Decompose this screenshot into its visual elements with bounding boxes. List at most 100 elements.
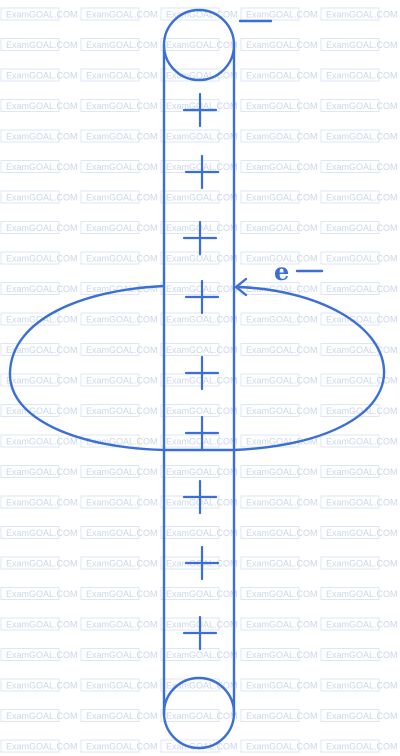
watermark-box [80, 38, 140, 51]
watermark-text: ExamGOAL.COM [6, 284, 78, 294]
watermark-box [160, 99, 220, 112]
watermark-text: ExamGOAL.COM [246, 193, 318, 203]
watermark-text: ExamGOAL.COM [166, 193, 238, 203]
watermark-box [80, 587, 140, 600]
watermark-text: ExamGOAL.COM [166, 315, 238, 325]
electron-label: e [274, 257, 289, 286]
watermark-box [240, 617, 300, 631]
watermark-text: ExamGOAL.COM [326, 528, 398, 538]
watermark-text: ExamGOAL.COM [246, 162, 318, 172]
watermark-box [80, 648, 140, 661]
watermark-box [160, 38, 220, 51]
watermark-box [80, 373, 140, 387]
rod-bottom-cap [162, 676, 236, 750]
watermark-box [80, 495, 140, 509]
watermark-box [240, 343, 300, 356]
watermark-text: ExamGOAL.COM [326, 284, 398, 294]
watermark-text: ExamGOAL.COM [246, 559, 318, 569]
watermark-box [240, 373, 300, 387]
watermark-box [320, 709, 380, 722]
watermark-text: ExamGOAL.COM [166, 498, 238, 508]
positive-charge [182, 615, 218, 651]
watermark-box [320, 99, 380, 112]
watermark-box [320, 526, 380, 539]
watermark-text: ExamGOAL.COM [6, 559, 78, 569]
watermark-box [0, 495, 60, 509]
watermark-text: ExamGOAL.COM [6, 528, 78, 538]
watermark-text: ExamGOAL.COM [246, 71, 318, 81]
watermark-box [240, 526, 300, 539]
watermark-box [80, 68, 140, 82]
watermark-text: ExamGOAL.COM [246, 40, 318, 50]
watermark-text: ExamGOAL.COM [246, 498, 318, 508]
watermark-box [320, 678, 380, 692]
watermark-text: ExamGOAL.COM [326, 711, 398, 721]
watermark-box [0, 221, 60, 234]
watermark-text: ExamGOAL.COM [6, 742, 78, 752]
watermark-text: ExamGOAL.COM [246, 467, 318, 477]
watermark-box [320, 739, 380, 753]
watermark-text: ExamGOAL.COM [86, 589, 158, 599]
watermark-box [240, 68, 300, 82]
watermark-box [320, 38, 380, 51]
watermark-text: ExamGOAL.COM [326, 742, 398, 752]
watermark-text: ExamGOAL.COM [166, 589, 238, 599]
watermark-text: ExamGOAL.COM [86, 376, 158, 386]
watermark-text: ExamGOAL.COM [246, 742, 318, 752]
watermark-box [160, 221, 220, 234]
watermark-box [240, 678, 300, 692]
watermark-text: ExamGOAL.COM [6, 376, 78, 386]
watermark-box [0, 282, 60, 295]
watermark-box [160, 434, 220, 448]
orbit-right-arc [232, 285, 386, 452]
watermark-box [0, 587, 60, 600]
watermark-text: ExamGOAL.COM [6, 589, 78, 599]
watermark-box [0, 251, 60, 265]
watermark-box [320, 160, 380, 173]
watermark-box [0, 739, 60, 753]
watermark-box [320, 587, 380, 600]
watermark-text: ExamGOAL.COM [6, 711, 78, 721]
watermark-text: ExamGOAL.COM [86, 132, 158, 142]
watermark-text: ExamGOAL.COM [326, 437, 398, 447]
watermark-text: ExamGOAL.COM [86, 345, 158, 355]
watermark-box [0, 312, 60, 326]
watermark-text: ExamGOAL.COM [246, 681, 318, 691]
watermark-box [320, 648, 380, 661]
watermark-box [160, 129, 220, 143]
watermark-box [80, 221, 140, 234]
watermark-text: ExamGOAL.COM [246, 711, 318, 721]
watermark-box [160, 343, 220, 356]
watermark-text: ExamGOAL.COM [6, 406, 78, 416]
watermark-text: ExamGOAL.COM [166, 742, 238, 752]
watermark-box [0, 68, 60, 82]
positive-charge [182, 479, 218, 515]
watermark-box [240, 312, 300, 326]
watermark-box [0, 373, 60, 387]
watermark-box [240, 221, 300, 234]
watermark-text: ExamGOAL.COM [166, 620, 238, 630]
watermark-box [0, 7, 60, 21]
watermark-box [160, 190, 220, 204]
watermark-box [80, 434, 140, 448]
watermark-box [160, 739, 220, 753]
watermark-box [320, 495, 380, 509]
watermark-box [320, 190, 380, 204]
watermark-box [160, 282, 220, 295]
watermark-box [160, 587, 220, 600]
watermark-text: ExamGOAL.COM [246, 376, 318, 386]
watermark-text: ExamGOAL.COM [6, 40, 78, 50]
watermark-box [80, 160, 140, 173]
watermark-layer: ExamGOAL.COM ExamGOAL.COM ExamGOAL.COM Exam… [0, 7, 398, 753]
watermark-box [0, 648, 60, 661]
watermark-box [320, 373, 380, 387]
watermark-text: ExamGOAL.COM [246, 650, 318, 660]
watermark-text: ExamGOAL.COM [86, 711, 158, 721]
positive-charges [182, 92, 220, 651]
watermark-text: ExamGOAL.COM [166, 71, 238, 81]
watermark-text: ExamGOAL.COM [86, 528, 158, 538]
watermark-text: ExamGOAL.COM [326, 467, 398, 477]
watermark-box [80, 465, 140, 478]
watermark-text: ExamGOAL.COM [326, 223, 398, 233]
watermark-box [320, 129, 380, 143]
